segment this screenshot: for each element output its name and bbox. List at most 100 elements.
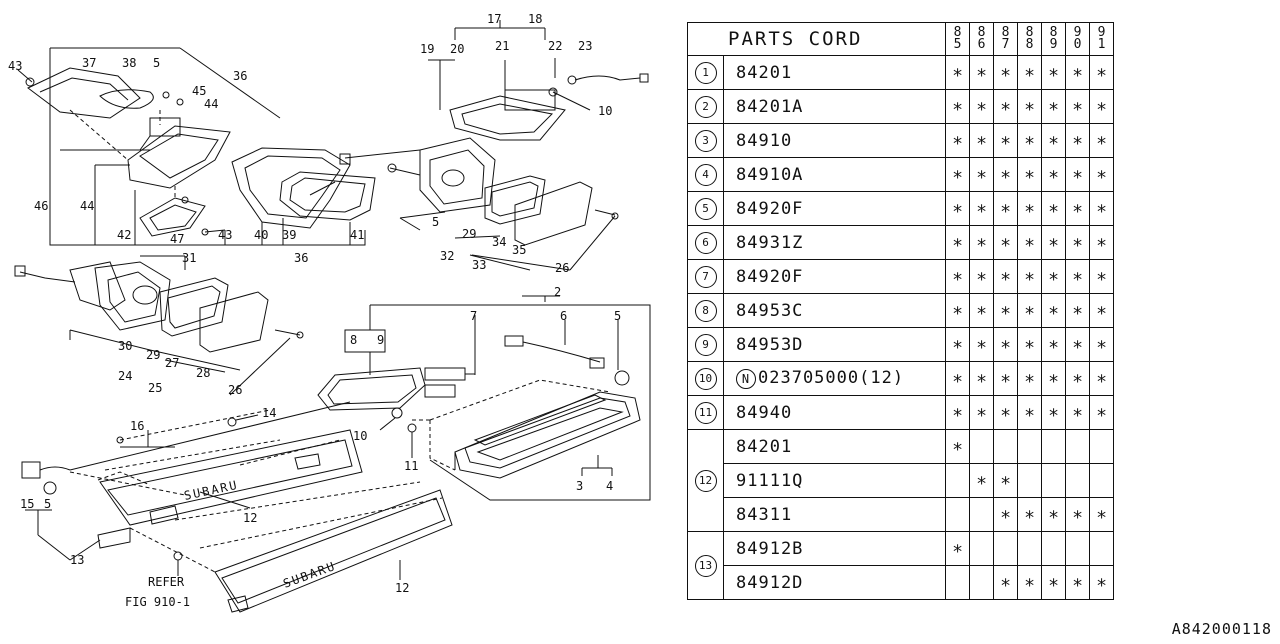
applicability-cell: ∗ bbox=[1089, 327, 1114, 362]
applicability-cell: ∗ bbox=[993, 497, 1018, 532]
applicability-cell: ∗ bbox=[1089, 497, 1114, 532]
applicability-mark: ∗ bbox=[952, 402, 963, 423]
applicability-mark: ∗ bbox=[1072, 300, 1083, 321]
applicability-cell bbox=[993, 429, 1018, 464]
applicability-mark: ∗ bbox=[952, 266, 963, 287]
applicability-cell: ∗ bbox=[945, 157, 970, 192]
table-row: 84912D∗∗∗∗∗ bbox=[688, 565, 1114, 600]
applicability-cell: ∗ bbox=[945, 293, 970, 328]
applicability-mark: ∗ bbox=[952, 62, 963, 83]
applicability-cell: ∗ bbox=[1017, 55, 1042, 90]
applicability-mark: ∗ bbox=[1024, 198, 1035, 219]
applicability-cell bbox=[1089, 429, 1114, 464]
applicability-mark: ∗ bbox=[1072, 504, 1083, 525]
applicability-cell: ∗ bbox=[1089, 259, 1114, 294]
callout-23: 23 bbox=[578, 39, 592, 53]
applicability-mark: ∗ bbox=[1096, 266, 1107, 287]
applicability-cell: ∗ bbox=[1041, 123, 1066, 158]
applicability-cell bbox=[1089, 463, 1114, 498]
part-number: 84940 bbox=[736, 402, 793, 423]
applicability-cell: ∗ bbox=[1041, 191, 1066, 226]
applicability-cell: ∗ bbox=[1017, 191, 1042, 226]
applicability-cell: ∗ bbox=[1017, 259, 1042, 294]
applicability-cell: ∗ bbox=[969, 361, 994, 396]
applicability-cell: ∗ bbox=[1017, 225, 1042, 260]
applicability-cell bbox=[1065, 463, 1090, 498]
applicability-cell: ∗ bbox=[1065, 361, 1090, 396]
applicability-mark: ∗ bbox=[1024, 300, 1035, 321]
part-number: 91111Q bbox=[736, 470, 804, 491]
applicability-cell: ∗ bbox=[1041, 225, 1066, 260]
ref-number: 2 bbox=[694, 96, 717, 118]
callout-41: 41 bbox=[350, 228, 364, 242]
applicability-cell: ∗ bbox=[1065, 497, 1090, 532]
applicability-mark: ∗ bbox=[1048, 572, 1059, 593]
parts-exploded-diagram: 43 37 38 5 36 45 44 46 44 42 47 43 40 39… bbox=[8, 12, 651, 613]
applicability-mark: ∗ bbox=[1000, 402, 1011, 423]
part-number: 84910A bbox=[736, 164, 804, 185]
applicability-cell: ∗ bbox=[969, 395, 994, 430]
high-mount-lamp-assembly bbox=[17, 47, 376, 246]
drawing-code: A842000118 bbox=[1171, 620, 1272, 638]
applicability-mark: ∗ bbox=[1096, 232, 1107, 253]
applicability-mark: ∗ bbox=[1024, 572, 1035, 593]
applicability-mark: ∗ bbox=[976, 470, 987, 491]
part-number: 84912B bbox=[736, 538, 804, 559]
applicability-cell: ∗ bbox=[945, 531, 970, 566]
part-number: 84311 bbox=[736, 504, 793, 525]
applicability-mark: ∗ bbox=[1000, 368, 1011, 389]
applicability-cell: ∗ bbox=[945, 225, 970, 260]
applicability-mark: ∗ bbox=[976, 198, 987, 219]
part-number: 84201A bbox=[736, 96, 804, 117]
applicability-cell: ∗ bbox=[1089, 55, 1114, 90]
applicability-cell: ∗ bbox=[1017, 157, 1042, 192]
applicability-mark: ∗ bbox=[1072, 96, 1083, 117]
refer-label: REFER bbox=[148, 575, 185, 589]
emblem-text-upper: SUBARU bbox=[183, 478, 240, 503]
applicability-mark: ∗ bbox=[1000, 504, 1011, 525]
applicability-mark: ∗ bbox=[1048, 368, 1059, 389]
applicability-mark: ∗ bbox=[1048, 96, 1059, 117]
applicability-mark: ∗ bbox=[1000, 96, 1011, 117]
part-number-cell: 91111Q bbox=[723, 463, 946, 498]
callout-39: 39 bbox=[282, 228, 296, 242]
applicability-mark: ∗ bbox=[1096, 504, 1107, 525]
ref-number-cell: 3 bbox=[687, 123, 724, 158]
applicability-cell: ∗ bbox=[1041, 395, 1066, 430]
applicability-cell: ∗ bbox=[993, 327, 1018, 362]
applicability-cell bbox=[1041, 463, 1066, 498]
applicability-mark: ∗ bbox=[1072, 198, 1083, 219]
applicability-cell: ∗ bbox=[1065, 565, 1090, 600]
applicability-cell: ∗ bbox=[993, 55, 1018, 90]
applicability-cell: ∗ bbox=[1017, 327, 1042, 362]
callout-42: 42 bbox=[117, 228, 131, 242]
callout-37: 37 bbox=[82, 56, 96, 70]
applicability-cell bbox=[1089, 531, 1114, 566]
applicability-cell: ∗ bbox=[1041, 157, 1066, 192]
callout-33: 33 bbox=[472, 258, 486, 272]
table-row: 12 84201 ∗ bbox=[687, 429, 1114, 532]
emblem-text-lower: SUBARU bbox=[281, 559, 338, 591]
callout-26: 26 bbox=[555, 261, 569, 275]
callout-7: 7 bbox=[470, 309, 477, 323]
table-row: 91111Q∗∗ bbox=[688, 463, 1114, 498]
applicability-mark: ∗ bbox=[1000, 266, 1011, 287]
applicability-cell: ∗ bbox=[1065, 225, 1090, 260]
part-number-cell: 84201 bbox=[723, 429, 946, 464]
rear-garnish-upper bbox=[21, 401, 363, 561]
ref-number-cell: 9 bbox=[687, 327, 724, 362]
callout-5: 5 bbox=[44, 497, 51, 511]
applicability-mark: ∗ bbox=[1048, 130, 1059, 151]
applicability-mark: ∗ bbox=[976, 334, 987, 355]
ref-number: 5 bbox=[694, 198, 717, 220]
applicability-mark: ∗ bbox=[952, 300, 963, 321]
applicability-mark: ∗ bbox=[952, 96, 963, 117]
ref-number: 12 bbox=[694, 470, 717, 492]
applicability-mark: ∗ bbox=[976, 402, 987, 423]
applicability-cell bbox=[1017, 429, 1042, 464]
applicability-cell: ∗ bbox=[1041, 327, 1066, 362]
